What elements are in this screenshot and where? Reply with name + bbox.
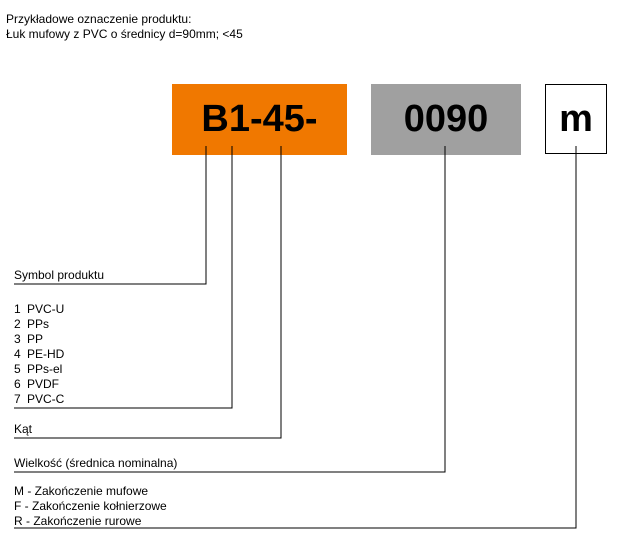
leader-line-symbol (14, 146, 207, 285)
ending-list: M - Zakończenie mufowe F - Zakończenie k… (14, 484, 167, 529)
leader-line-angle (14, 146, 282, 439)
header-line-1: Przykładowe oznaczenie produktu: (6, 12, 192, 26)
header-line-2: Łuk mufowy z PVC o średnicy d=90mm; <45 (6, 27, 243, 41)
label-size: Wielkość (średnica nominalna) (14, 456, 178, 470)
list-item: M - Zakończenie mufowe (14, 484, 149, 498)
product-code-box: B1-45- (172, 84, 347, 155)
list-item: R - Zakończenie rurowe (14, 514, 142, 528)
leader-line-size (14, 146, 446, 473)
list-item: F - Zakończenie kołnierzowe (14, 499, 167, 513)
leader-line-ending (14, 146, 577, 529)
size-code-box: 0090 (371, 84, 521, 155)
ending-code-box: m (545, 84, 607, 154)
label-angle: Kąt (14, 422, 33, 436)
label-symbol: Symbol produktu (14, 268, 105, 282)
leader-line-material (14, 146, 233, 409)
